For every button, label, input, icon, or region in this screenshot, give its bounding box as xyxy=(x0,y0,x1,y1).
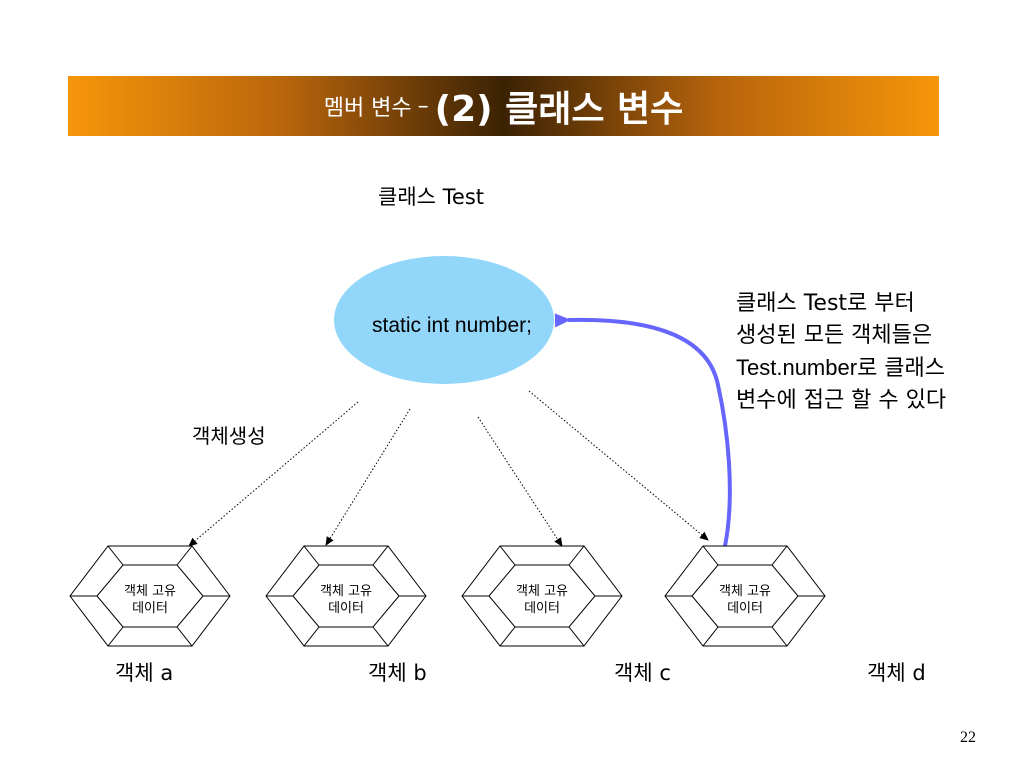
object-label-d: 객체 d xyxy=(867,661,926,685)
annotation-line-2: 생성된 모든 객체들은 xyxy=(736,323,933,348)
creation-arrow-c xyxy=(477,416,563,547)
page-number: 22 xyxy=(960,729,976,746)
object-b-data-line2: 데이터 xyxy=(328,601,364,616)
object-c-data-line1: 객체 고유 xyxy=(516,584,568,599)
slide-title-main: 멤버 변수 xyxy=(323,96,412,121)
object-c-data-line2: 데이터 xyxy=(524,601,560,616)
annotation-line-3-rest: 로 클래스 xyxy=(857,356,946,381)
creation-arrows xyxy=(188,390,709,547)
slide-title-sub: (2) 클래스 변수 xyxy=(434,89,684,130)
object-creation-label: 객체생성 xyxy=(192,424,266,448)
object-d-data-line2: 데이터 xyxy=(727,601,763,616)
class-title: 클래스 Test xyxy=(378,185,484,209)
class-field: static int number; xyxy=(372,314,532,337)
object-b-data-line1: 객체 고유 xyxy=(320,584,372,599)
object-shape-a: 객체 고유 데이터 xyxy=(69,545,231,647)
object-label-b: 객체 b xyxy=(368,661,427,685)
annotation-line-1: 클래스 Test로 부터 xyxy=(736,291,915,316)
object-a-data-line1: 객체 고유 xyxy=(124,584,176,599)
annotation-code: Test.number xyxy=(736,355,858,380)
object-shape-c: 객체 고유 데이터 xyxy=(461,545,623,647)
annotation-line-3: Test.number로 클래스 xyxy=(736,352,946,385)
creation-arrow-b xyxy=(325,408,411,546)
slide-title-bar: 멤버 변수 – (2) 클래스 변수 xyxy=(68,76,939,136)
object-label-a: 객체 a xyxy=(115,661,174,685)
access-arrow xyxy=(554,313,732,547)
access-annotation: 클래스 Test로 부터 생성된 모든 객체들은 Test.number로 클래… xyxy=(736,288,946,417)
slide-title-separator: – xyxy=(417,93,429,119)
annotation-line-4: 변수에 접근 할 수 있다 xyxy=(736,388,947,413)
object-shape-b: 객체 고유 데이터 xyxy=(265,545,427,647)
object-a-data-line2: 데이터 xyxy=(132,601,168,616)
creation-arrow-d xyxy=(528,390,709,541)
object-label-c: 객체 c xyxy=(614,661,671,685)
class-ellipse xyxy=(334,256,554,384)
object-shape-d: 객체 고유 데이터 xyxy=(664,545,826,647)
object-d-data-line1: 객체 고유 xyxy=(719,584,771,599)
